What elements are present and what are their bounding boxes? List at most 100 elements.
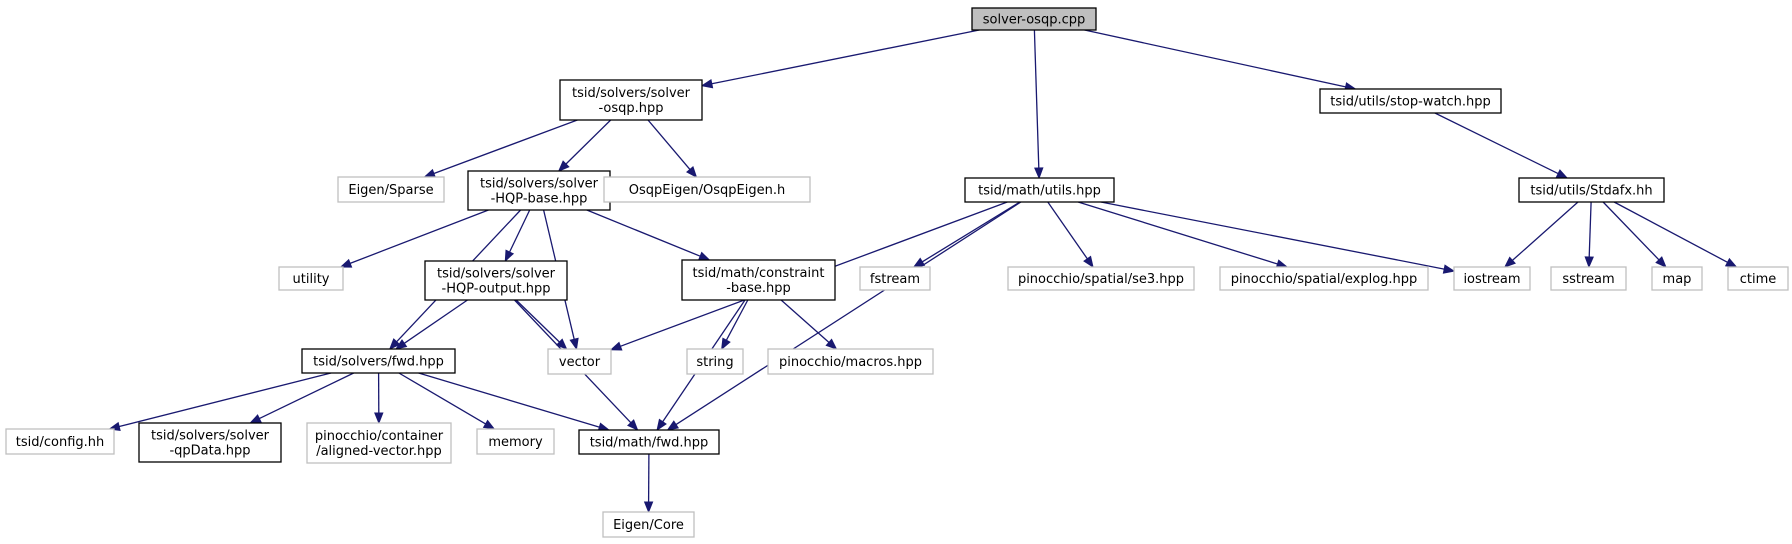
dependency-edge xyxy=(586,209,711,261)
dependency-edge xyxy=(398,372,496,430)
node-label: tsid/utils/Stdafx.hh xyxy=(1530,184,1652,199)
node-label: Eigen/Core xyxy=(613,518,684,533)
arrowhead xyxy=(700,78,714,89)
arrowhead xyxy=(627,419,639,431)
node-label: utility xyxy=(293,272,330,287)
dependency-edge xyxy=(780,299,838,350)
node-label: memory xyxy=(488,435,543,450)
arrowhead xyxy=(1034,167,1044,180)
node-label: fstream xyxy=(870,272,920,287)
node-label: tsid/config.hh xyxy=(16,435,105,450)
node-box xyxy=(1518,177,1665,203)
arrowhead xyxy=(721,337,731,351)
documented-header-node[interactable]: tsid/solvers/solver-HQP-base.hpp xyxy=(467,170,611,211)
arrowhead xyxy=(609,341,623,351)
arrowhead xyxy=(569,337,579,351)
dependency-edge xyxy=(1584,201,1594,269)
node-label: string xyxy=(696,355,733,370)
node-box xyxy=(1651,266,1703,291)
arrowhead xyxy=(1442,264,1456,274)
dependency-edge xyxy=(1033,29,1044,180)
node-box xyxy=(306,422,452,464)
arrowhead xyxy=(697,251,711,261)
external-header-node: fstream xyxy=(859,266,931,291)
node-box xyxy=(1219,266,1429,291)
node-box xyxy=(138,422,282,463)
node-box xyxy=(602,511,695,538)
dependency-edge xyxy=(1613,201,1738,268)
arrowhead xyxy=(388,338,401,350)
node-label: iostream xyxy=(1463,272,1520,287)
node-box xyxy=(301,348,456,374)
arrowhead xyxy=(504,249,515,263)
dependency-edge xyxy=(339,209,489,268)
node-label: tsid/solvers/solver xyxy=(480,177,599,192)
documented-header-node[interactable]: tsid/solvers/solver-qpData.hpp xyxy=(138,422,282,463)
arrowhead xyxy=(339,258,353,268)
node-label: tsid/solvers/solver xyxy=(572,86,691,101)
documented-header-node[interactable]: tsid/utils/stop-watch.hpp xyxy=(1319,88,1502,114)
node-label: -HQP-base.hpp xyxy=(491,192,588,207)
dependency-edge xyxy=(1077,201,1289,269)
node-box xyxy=(859,266,931,291)
external-header-node: pinocchio/container/aligned-vector.hpp xyxy=(306,422,452,464)
documented-header-node[interactable]: tsid/solvers/fwd.hpp xyxy=(301,348,456,374)
external-header-node: iostream xyxy=(1453,266,1531,291)
dependency-edge xyxy=(721,299,749,351)
node-label: pinocchio/container xyxy=(315,429,444,444)
node-label: sstream xyxy=(1562,272,1614,287)
dependency-edge xyxy=(1100,201,1456,274)
node-box xyxy=(424,260,568,301)
arrowhead xyxy=(1555,169,1569,179)
node-label: Eigen/Sparse xyxy=(348,183,433,198)
arrowhead xyxy=(374,412,384,425)
arrowhead xyxy=(666,420,680,431)
node-box xyxy=(559,79,703,121)
arrowhead xyxy=(1083,255,1094,269)
node-box xyxy=(337,176,445,203)
dependency-edge xyxy=(1434,112,1569,179)
external-header-node: sstream xyxy=(1550,266,1627,291)
node-box xyxy=(1007,266,1195,291)
node-label: -osqp.hpp xyxy=(598,101,663,116)
root-file-node: solver-osqp.cpp xyxy=(971,7,1097,31)
documented-header-node[interactable]: tsid/math/fwd.hpp xyxy=(578,429,720,455)
dependency-edge xyxy=(108,372,332,431)
node-label: -base.hpp xyxy=(726,281,791,296)
node-label: vector xyxy=(559,355,601,370)
node-box xyxy=(467,170,611,211)
node-box xyxy=(5,428,115,455)
arrowhead xyxy=(1584,256,1594,269)
node-label: tsid/solvers/solver xyxy=(151,429,270,444)
node-label: map xyxy=(1663,272,1692,287)
documented-header-node[interactable]: tsid/math/constraint-base.hpp xyxy=(681,259,836,301)
external-header-node: string xyxy=(686,348,744,375)
node-box xyxy=(686,348,744,375)
arrowhead xyxy=(482,419,496,430)
node-box xyxy=(476,428,555,455)
external-header-node: vector xyxy=(547,348,612,375)
arrowhead xyxy=(1503,256,1516,268)
node-box xyxy=(603,176,811,203)
external-header-node: utility xyxy=(278,266,344,291)
arrowhead xyxy=(643,501,654,514)
arrowhead xyxy=(656,418,667,432)
node-box xyxy=(1727,266,1789,291)
documented-header-node[interactable]: tsid/math/utils.hpp xyxy=(964,177,1115,203)
dependency-edge xyxy=(504,209,531,263)
dependency-edge xyxy=(912,201,1021,268)
node-box xyxy=(767,348,934,375)
documented-header-node[interactable]: tsid/utils/Stdafx.hh xyxy=(1518,177,1665,203)
dependency-edge xyxy=(700,29,980,89)
node-label: tsid/utils/stop-watch.hpp xyxy=(1330,95,1491,110)
node-box xyxy=(681,259,836,301)
node-box xyxy=(547,348,612,375)
documented-header-node[interactable]: tsid/solvers/solver-osqp.hpp xyxy=(559,79,703,121)
dependency-edge xyxy=(666,201,1022,431)
documented-header-node[interactable]: tsid/solvers/solver-HQP-output.hpp xyxy=(424,260,568,301)
node-label: ctime xyxy=(1740,272,1777,287)
node-box xyxy=(278,266,344,291)
external-header-node: map xyxy=(1651,266,1703,291)
nodes-layer: solver-osqp.cpptsid/solvers/solver-osqp.… xyxy=(5,7,1789,538)
